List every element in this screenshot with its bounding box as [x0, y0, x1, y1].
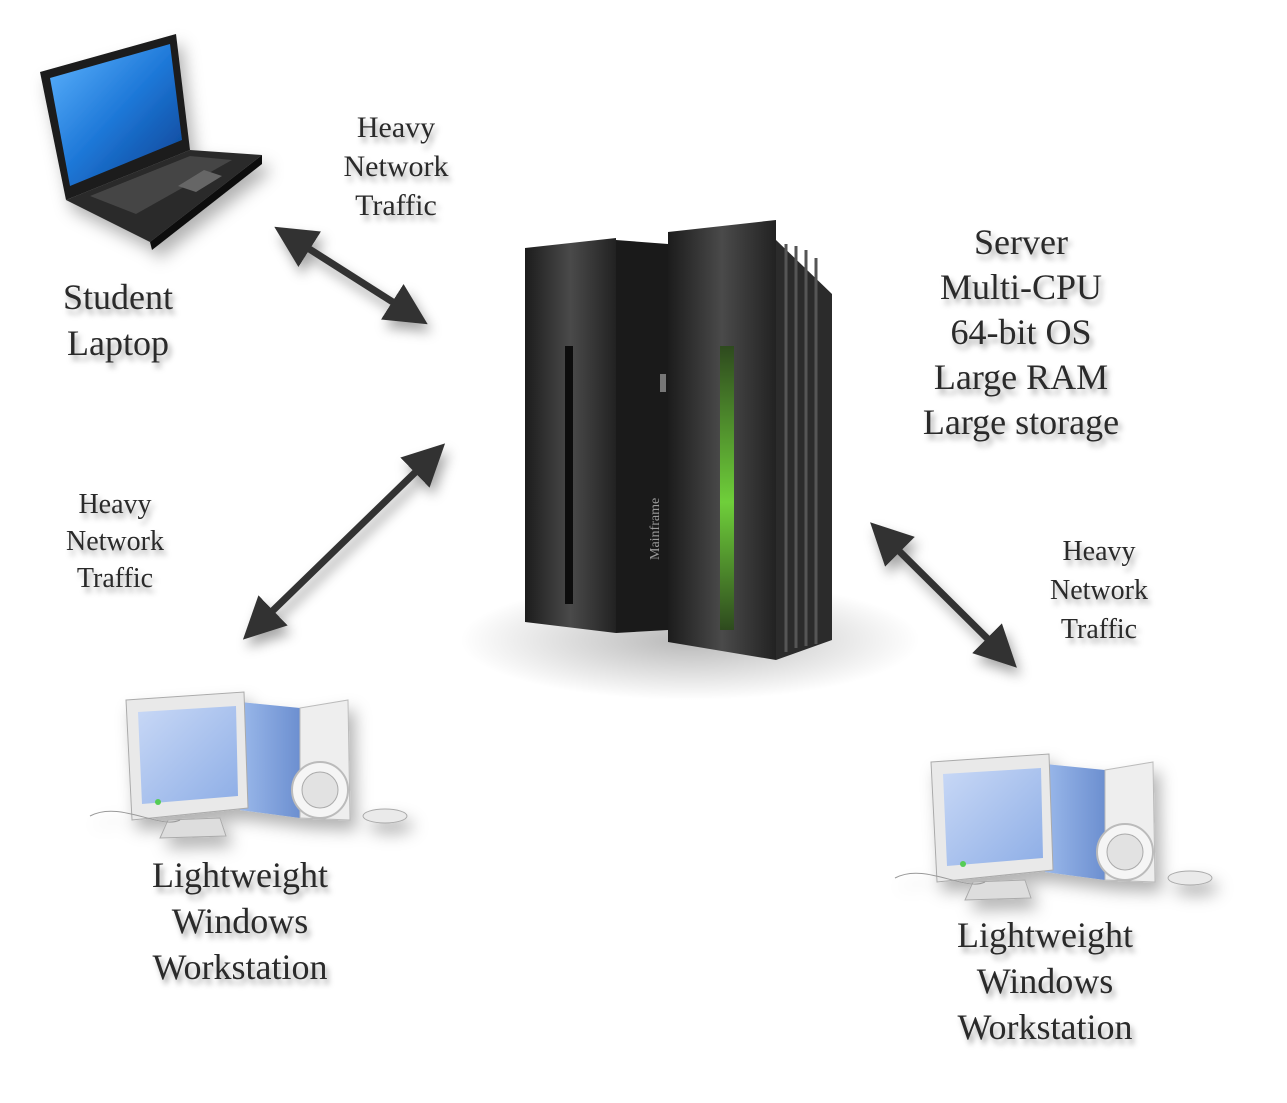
- server-specs-label: Server Multi-CPU 64-bit OS Large RAM Lar…: [922, 222, 1120, 442]
- workstation-left-label: Lightweight Windows Workstation: [152, 855, 328, 987]
- laptop-label: Student Laptop: [62, 277, 173, 363]
- arrow-workstation-right-server: [870, 522, 1017, 668]
- traffic-label-laptop: Heavy Network Traffic: [343, 111, 449, 222]
- arrow-laptop-server: [274, 226, 428, 325]
- workstation-right-label: Lightweight Windows Workstation: [957, 915, 1133, 1047]
- traffic-label-workstation-right: Heavy Network Traffic: [1050, 536, 1148, 645]
- traffic-label-workstation-left: Heavy Network Traffic: [66, 489, 164, 594]
- arrow-workstation-left-server: [242, 443, 446, 640]
